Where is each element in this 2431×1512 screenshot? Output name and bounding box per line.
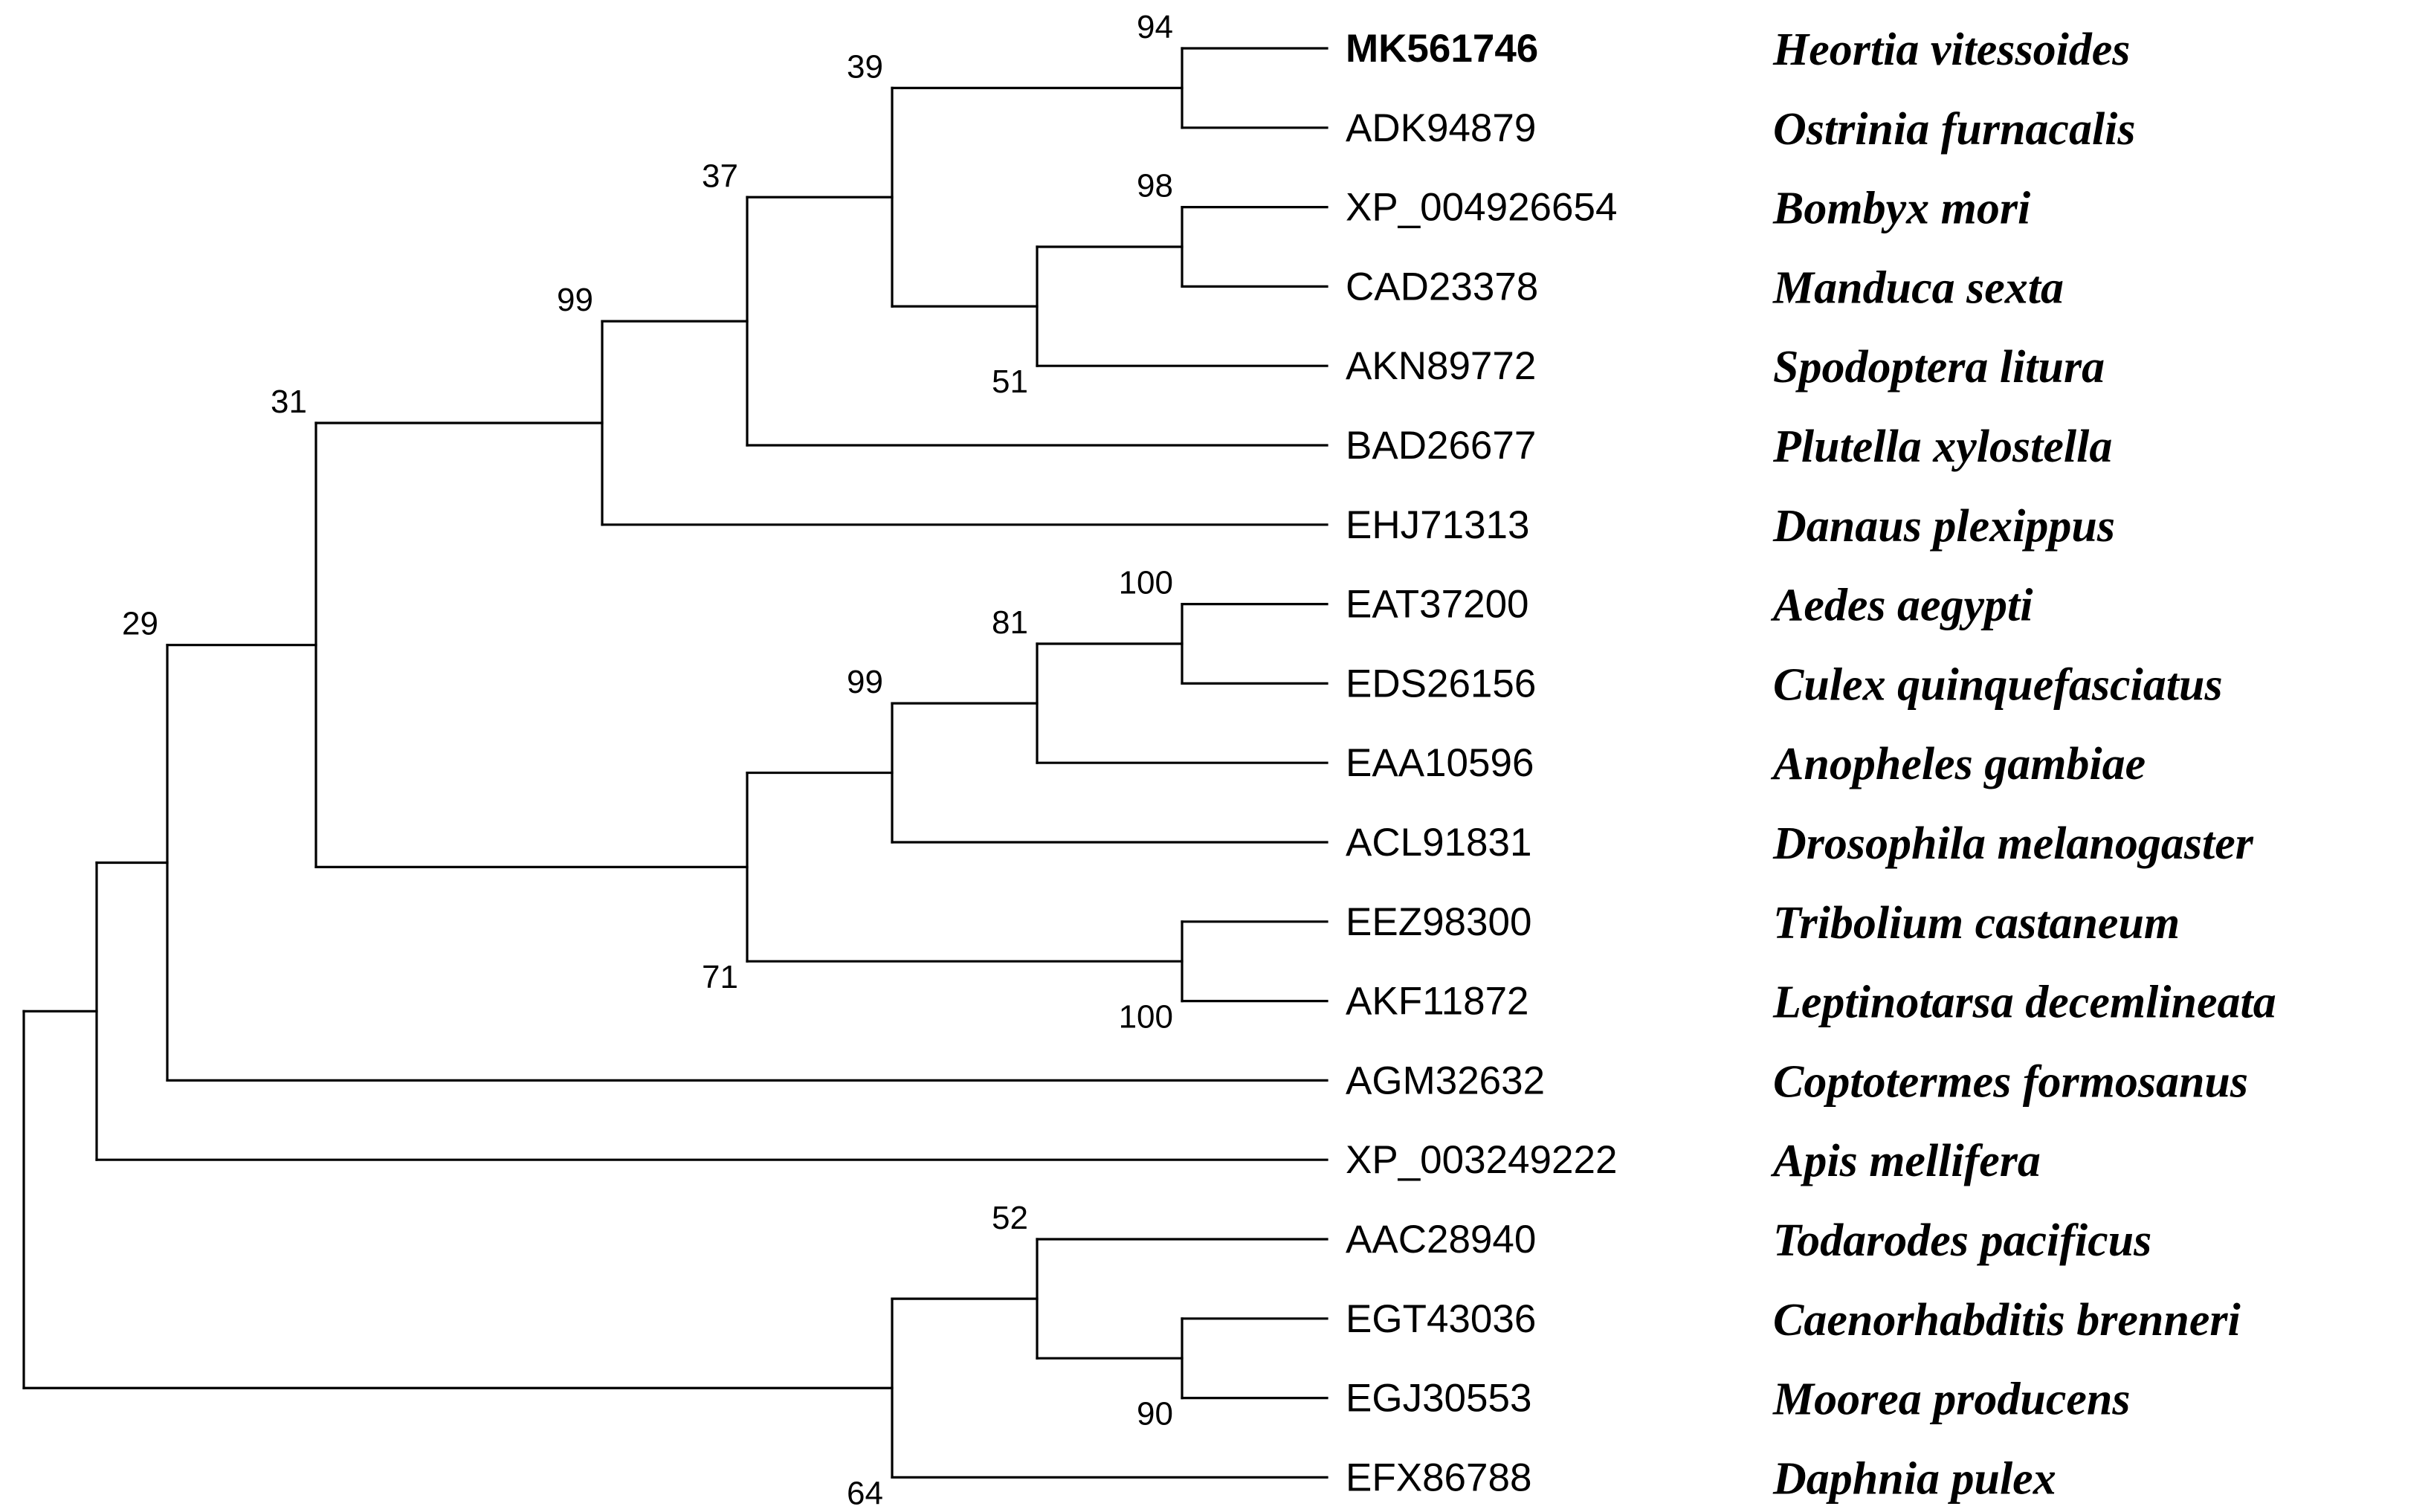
accession-label: ACL91831 — [1346, 821, 1531, 865]
bootstrap-value: 98 — [1137, 168, 1173, 204]
species-label: Todarodes pacificus — [1773, 1215, 2151, 1266]
species-label: Culex quinquefasciatus — [1773, 659, 2223, 710]
accession-label: EGJ30553 — [1346, 1377, 1531, 1421]
bootstrap-value: 39 — [847, 48, 883, 85]
bootstrap-labels: 94 98 51 39 37 99 100 81 99 100 71 31 29 90 52 64 — [122, 9, 1173, 1511]
accession-label: EGT43036 — [1346, 1297, 1536, 1341]
species-label: Ostrinia furnacalis — [1773, 104, 2136, 155]
accession-label: CAD23378 — [1346, 265, 1538, 308]
accession-label: XP_004926654 — [1346, 186, 1617, 230]
species-label: Leptinotarsa decemlineata — [1772, 978, 2276, 1028]
species-label: Heortia vitessoides — [1772, 25, 2130, 75]
bootstrap-value: 37 — [702, 158, 738, 194]
species-label: Coptotermes formosanus — [1773, 1056, 2248, 1107]
bootstrap-value: 94 — [1137, 9, 1173, 45]
bootstrap-value: 99 — [557, 282, 593, 318]
accession-label: EAT37200 — [1346, 583, 1529, 627]
accession-label: AKF11872 — [1346, 980, 1529, 1024]
species-label: Caenorhabditis brenneri — [1773, 1295, 2241, 1345]
accession-label: AAC28940 — [1346, 1218, 1536, 1261]
accession-label: EHJ71313 — [1346, 503, 1530, 547]
species-label: Bombyx mori — [1772, 184, 2030, 234]
accession-label: MK561746 — [1346, 27, 1538, 71]
species-label: Anopheles gambiae — [1770, 739, 2146, 789]
accession-label: EDS26156 — [1346, 662, 1536, 705]
species-label: Plutella xylostella — [1772, 421, 2112, 472]
species-label: Daphnia pulex — [1772, 1453, 2056, 1504]
accession-label: ADK94879 — [1346, 106, 1536, 150]
species-label: Drosophila melanogaster — [1772, 818, 2254, 869]
bootstrap-value: 81 — [992, 604, 1028, 641]
accession-label: AGM32632 — [1346, 1059, 1545, 1102]
accession-label: BAD26677 — [1346, 424, 1536, 468]
species-label: Moorea producens — [1772, 1374, 2131, 1425]
bootstrap-value: 100 — [1119, 999, 1173, 1036]
bootstrap-value: 71 — [702, 959, 738, 995]
bootstrap-value: 29 — [122, 606, 158, 642]
species-label: Apis mellifera — [1770, 1136, 2041, 1186]
accession-label: EFX86788 — [1346, 1456, 1531, 1499]
bootstrap-value: 52 — [992, 1200, 1028, 1236]
accession-label: AKN89772 — [1346, 344, 1536, 388]
bootstrap-value: 100 — [1119, 565, 1173, 601]
species-label: Tribolium castaneum — [1773, 898, 2180, 949]
bootstrap-value: 31 — [271, 384, 307, 420]
species-label: Aedes aegypti — [1770, 581, 2033, 631]
bootstrap-value: 51 — [992, 364, 1028, 400]
bootstrap-value: 99 — [847, 664, 883, 700]
bootstrap-value: 90 — [1137, 1396, 1173, 1432]
species-label: Manduca sexta — [1772, 262, 2064, 313]
tree-branches — [22, 47, 1329, 1479]
accession-label: XP_003249222 — [1346, 1138, 1617, 1182]
bootstrap-value: 64 — [847, 1475, 883, 1511]
accession-label: EEZ98300 — [1346, 900, 1531, 944]
accession-label: EAA10596 — [1346, 741, 1534, 785]
species-label: Danaus plexippus — [1772, 501, 2115, 552]
species-label: Spodoptera litura — [1773, 342, 2105, 392]
